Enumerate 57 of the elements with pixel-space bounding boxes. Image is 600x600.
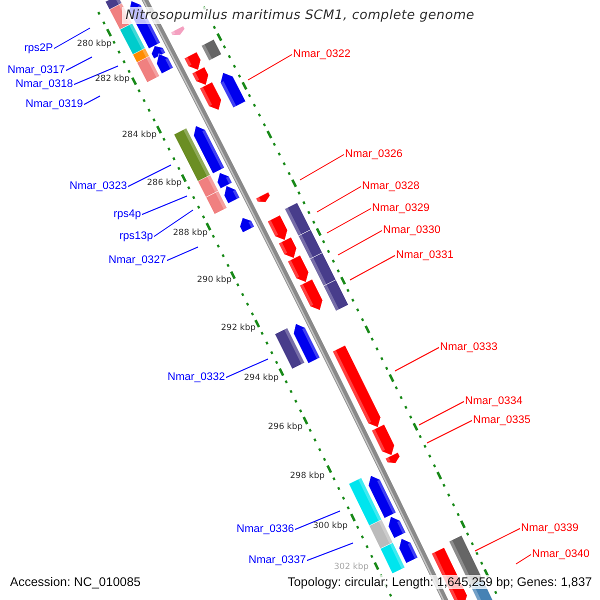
scale-label: 280 kbp: [77, 39, 112, 49]
leader-line: [350, 255, 396, 280]
gene-label: rps13p: [119, 230, 153, 243]
gene-label: Nmar_0326: [345, 148, 402, 161]
leader-line: [326, 208, 372, 234]
accession-text: Accession: NC_010085: [8, 575, 143, 589]
leader-line: [142, 196, 188, 215]
leader-line: [84, 96, 100, 105]
gene-label: Nmar_0337: [248, 554, 306, 567]
leader-line: [154, 210, 194, 237]
scale-label: 302 kbp: [334, 562, 369, 572]
gene-label: Nmar_0327: [108, 254, 166, 267]
gene-label: Nmar_0340: [532, 548, 590, 561]
gene-label: Nmar_0330: [383, 224, 440, 237]
leader-line: [338, 230, 382, 256]
leader-line: [128, 164, 172, 187]
gene-label: Nmar_0322: [293, 48, 350, 61]
gene-label: Nmar_0328: [362, 180, 420, 193]
scale-label: 294 kbp: [244, 373, 279, 383]
scale-label: 296 kbp: [268, 422, 303, 432]
leader-line: [166, 246, 198, 261]
leader-line: [418, 401, 464, 426]
gene-label: Nmar_0339: [521, 522, 578, 535]
leader-line: [248, 54, 292, 80]
leader-line: [66, 56, 92, 71]
scale-label: 298 kbp: [290, 471, 325, 481]
scale-label: 290 kbp: [197, 275, 232, 285]
gene-label: Nmar_0331: [396, 249, 454, 262]
gene-label: Nmar_0334: [465, 395, 522, 408]
gene-label: rps2P: [24, 42, 53, 55]
scale-label: 300 kbp: [313, 521, 348, 531]
gene-label: Nmar_0323: [70, 180, 127, 193]
leader-line: [394, 347, 440, 372]
gene-label: Nmar_0317: [8, 64, 65, 77]
gene-label: Nmar_0319: [26, 98, 83, 111]
gene-label: Nmar_0333: [440, 341, 498, 354]
leader-line: [474, 528, 520, 552]
scale-label: 284 kbp: [122, 130, 157, 140]
leader-line: [226, 358, 268, 378]
leader-line: [426, 420, 472, 444]
leader-line: [306, 542, 354, 561]
scale-label: 288 kbp: [173, 228, 208, 238]
gene-label: Nmar_0329: [372, 202, 430, 215]
gene-label: Nmar_0335: [473, 414, 530, 427]
scale-label: 286 kbp: [147, 178, 182, 188]
scale-label: 292 kbp: [221, 323, 256, 333]
gene-label: Nmar_0318: [16, 78, 73, 91]
leader-line: [316, 186, 362, 212]
gene-label: Nmar_0332: [168, 371, 225, 384]
gene-label: rps4p: [113, 208, 141, 221]
scale-label: 282 kbp: [95, 74, 130, 84]
gene-label: Nmar_0336: [236, 523, 294, 536]
leader-line: [516, 554, 532, 564]
leader-line: [54, 28, 90, 49]
leader-line: [74, 66, 118, 85]
leader-line: [300, 154, 344, 180]
leader-line: [294, 510, 340, 530]
